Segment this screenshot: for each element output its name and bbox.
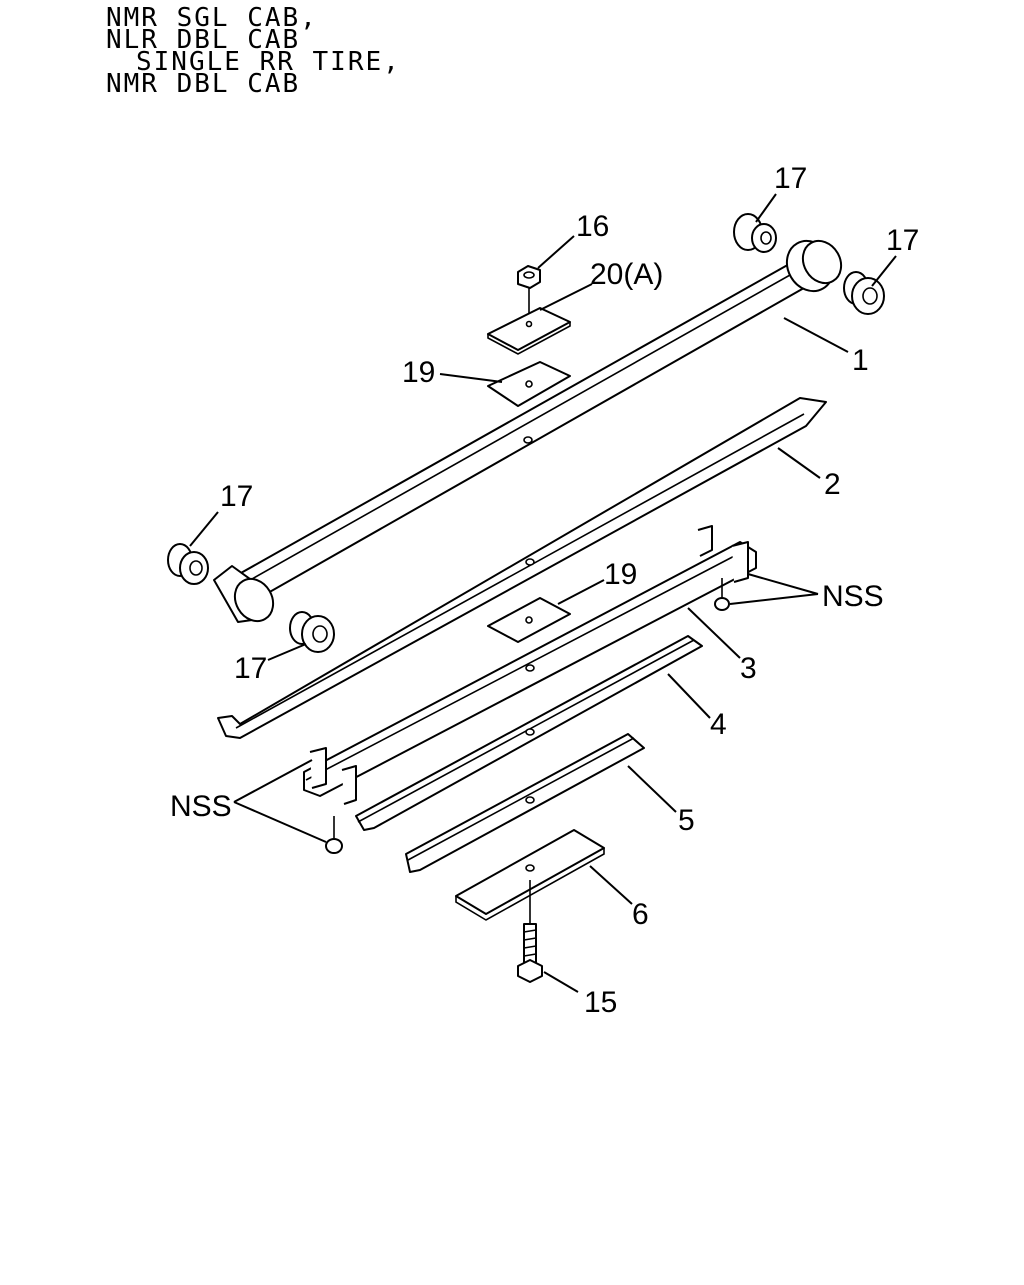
callout-17-bottom-right: 17 xyxy=(234,652,267,685)
callout-19-lower: 19 xyxy=(604,558,637,591)
leader-lines xyxy=(189,193,897,993)
bushing-top-right xyxy=(843,271,885,315)
callout-3: 3 xyxy=(740,652,757,685)
callout-2: 2 xyxy=(824,468,841,501)
plate-part-20a xyxy=(487,307,571,355)
nss-bolt-right xyxy=(714,578,730,611)
main-leaf-part-1 xyxy=(213,239,843,623)
leaf-part-3 xyxy=(303,525,757,854)
callout-nss-left: NSS xyxy=(170,790,232,823)
callout-20a: 20(A) xyxy=(590,258,663,291)
callout-4: 4 xyxy=(710,708,727,741)
callout-17-bottom-left: 17 xyxy=(220,480,253,513)
bolt-part-15 xyxy=(517,880,543,983)
header-line-1: NMR SGL CAB, xyxy=(106,3,318,33)
callout-5: 5 xyxy=(678,804,695,837)
leaf-part-4 xyxy=(355,635,703,831)
callout-17-top-left: 17 xyxy=(774,162,807,195)
second-leaf-part-2 xyxy=(217,397,827,739)
bushing-top-left xyxy=(733,213,777,253)
callout-19-upper: 19 xyxy=(402,356,435,389)
header-line-3: SINGLE RR TIRE, xyxy=(136,47,401,77)
applicability-header: NMR SGL CAB, NLR DBL CAB SINGLE RR TIRE,… xyxy=(106,3,401,99)
pad-part-19-lower xyxy=(487,597,571,643)
callout-labels: 17 17 16 20(A) 19 1 17 2 19 NSS 17 3 4 N… xyxy=(170,162,919,1019)
callout-6: 6 xyxy=(632,898,649,931)
bushing-bottom-right xyxy=(289,611,335,653)
nss-bolt-left xyxy=(325,816,343,854)
pad-part-19-upper xyxy=(487,361,571,407)
callout-15: 15 xyxy=(584,986,617,1019)
header-line-2: NLR DBL CAB xyxy=(106,25,300,55)
header-line-4: NMR DBL CAB xyxy=(106,69,300,99)
callout-nss-right: NSS xyxy=(822,580,884,613)
plate-part-6 xyxy=(455,829,605,921)
bushing-bottom-left xyxy=(167,543,209,585)
callout-1: 1 xyxy=(852,344,869,377)
callout-16: 16 xyxy=(576,210,609,243)
leaf-part-5 xyxy=(405,733,645,873)
callout-17-top-right: 17 xyxy=(886,224,919,257)
